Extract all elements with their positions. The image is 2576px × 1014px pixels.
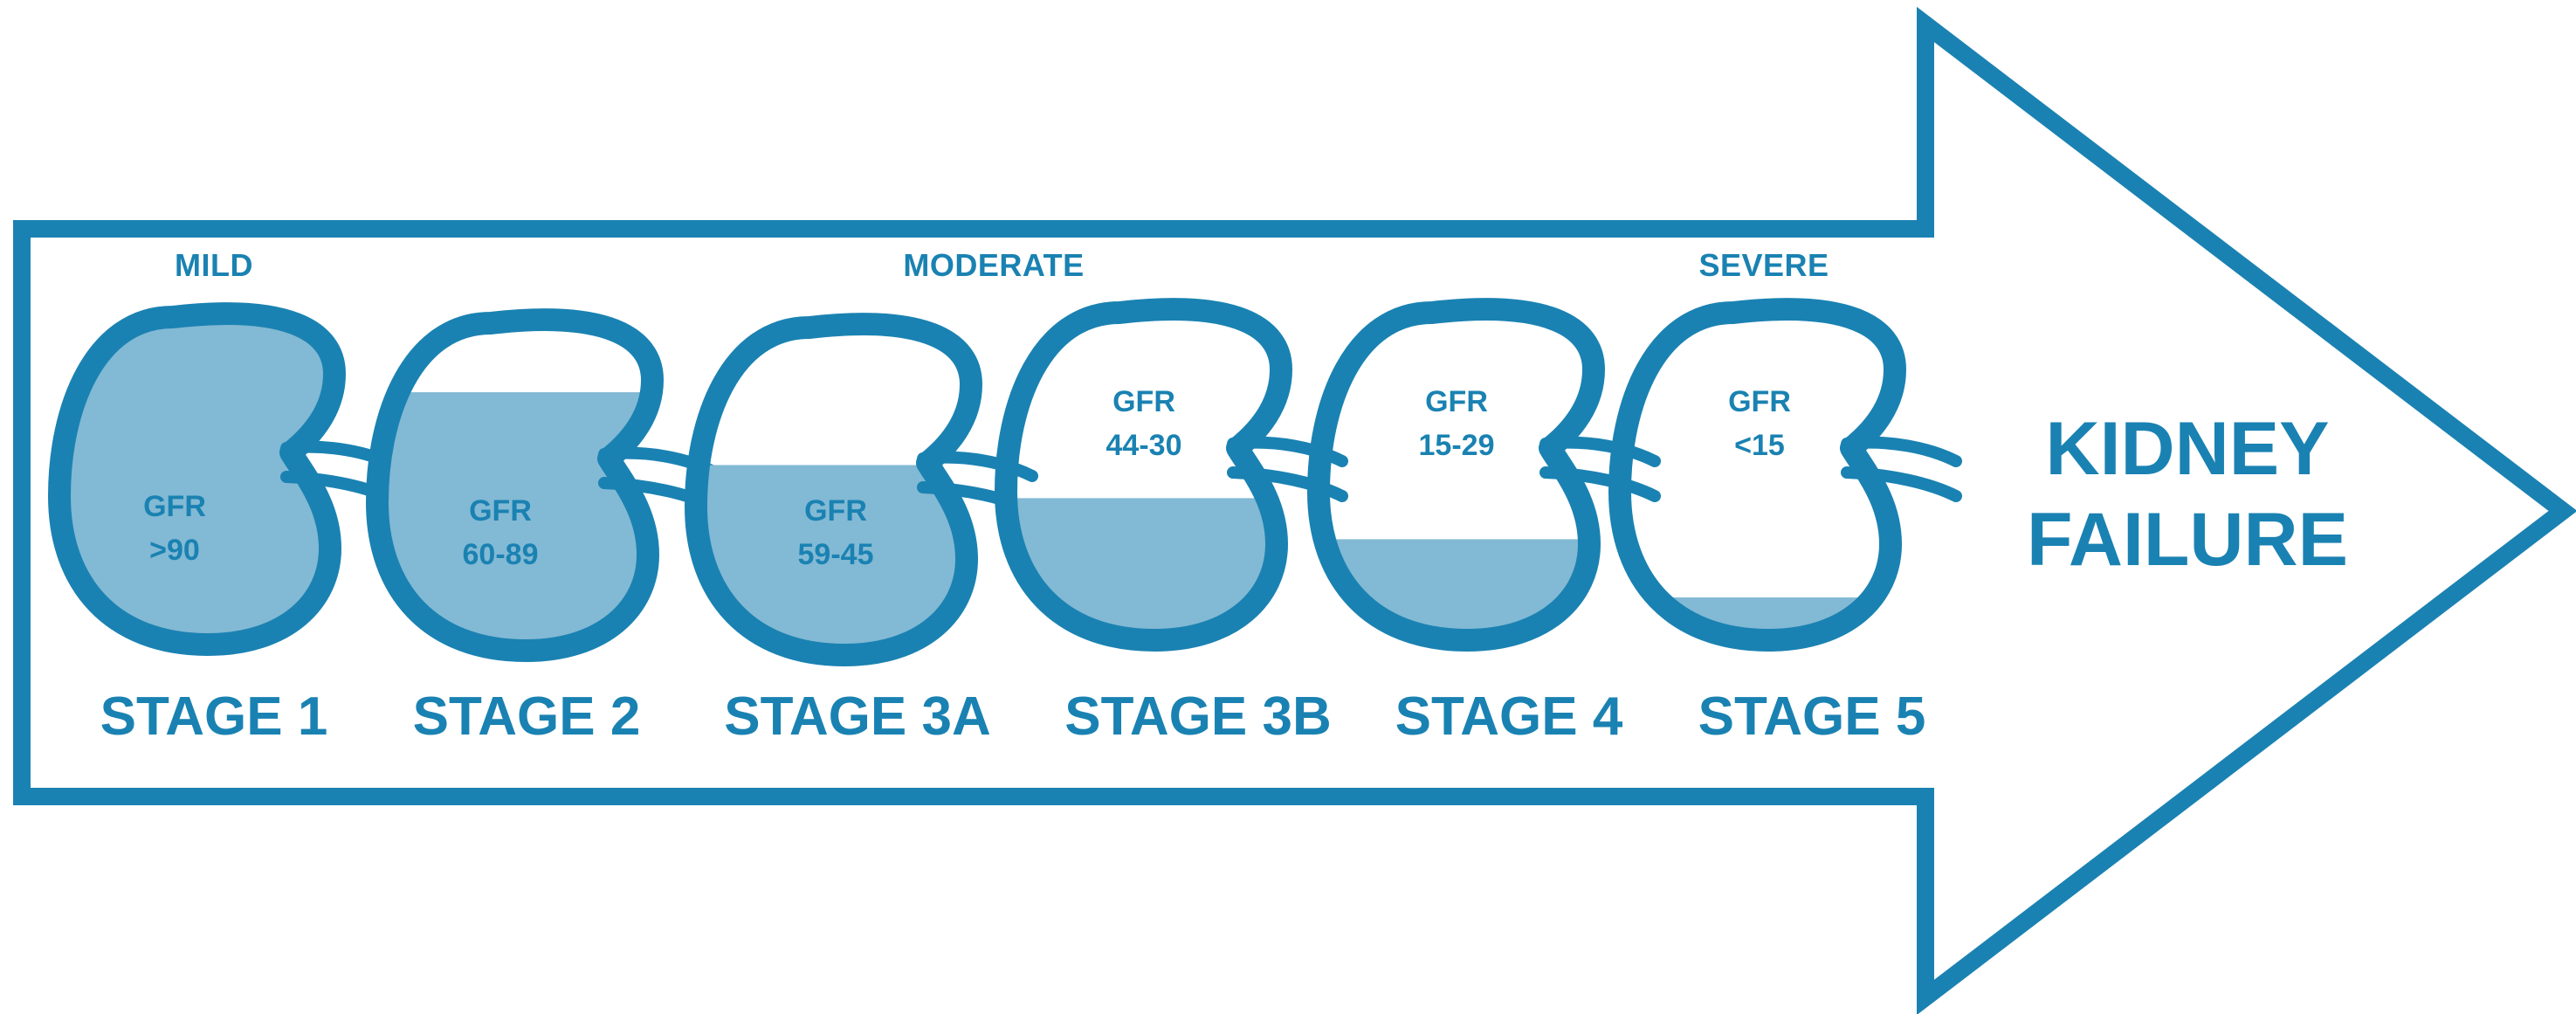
kidney-stage-2 bbox=[360, 320, 720, 661]
stage-label-2: STAGE 2 bbox=[412, 686, 641, 747]
progression-arrow bbox=[13, 6, 2576, 1014]
kidney-stage-5 bbox=[1301, 309, 1661, 651]
stage-label-1: STAGE 1 bbox=[100, 686, 328, 747]
kidney-stage-4 bbox=[988, 309, 1348, 651]
kidney-stage-6 bbox=[1602, 309, 1962, 651]
stage-label-4: STAGE 4 bbox=[1395, 686, 1623, 747]
stage-label-3b: STAGE 3B bbox=[1064, 686, 1332, 747]
ureter-stage-5 bbox=[1539, 436, 1661, 502]
severity-label-severe: SEVERE bbox=[1698, 247, 1829, 283]
ureter-stage-6 bbox=[1841, 436, 1962, 502]
ureter-stage-4 bbox=[1227, 436, 1348, 502]
stage-label-5: STAGE 5 bbox=[1698, 686, 1926, 747]
kidney-stage-3 bbox=[678, 324, 1038, 666]
stage-label-3a: STAGE 3A bbox=[724, 686, 991, 747]
gfr-label-stage-1: GFR>90 bbox=[143, 490, 206, 567]
severity-label-moderate: MODERATE bbox=[903, 247, 1085, 283]
kidney-stage-1 bbox=[42, 314, 402, 655]
severity-label-mild: MILD bbox=[175, 247, 253, 283]
gfr-label-stage-5: GFR<15 bbox=[1728, 385, 1791, 462]
